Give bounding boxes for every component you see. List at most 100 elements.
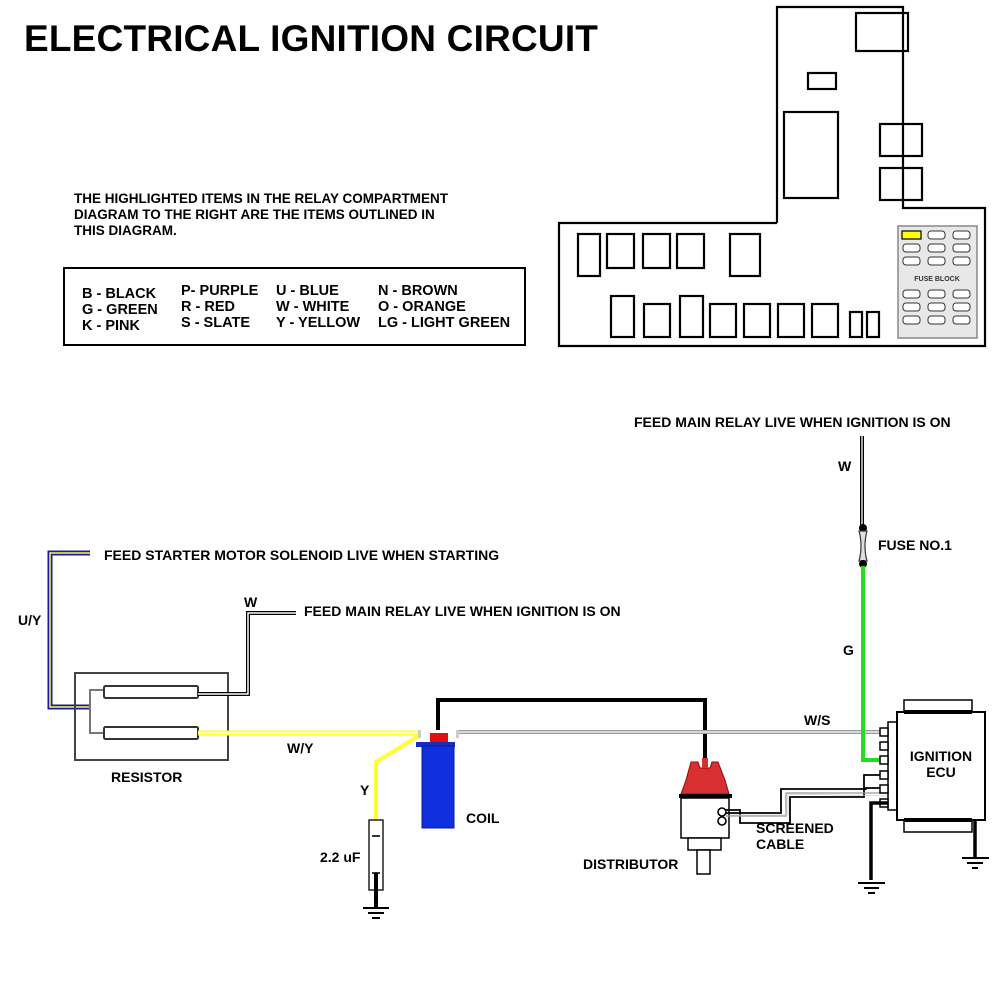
capacitor: [368, 819, 384, 908]
ecu-pin: [879, 770, 889, 780]
fuse-slot: [927, 256, 946, 266]
fuse-slot: [952, 230, 971, 240]
fuse-block-label: FUSE BLOCK: [914, 276, 960, 283]
ecu-ground-wire: [869, 801, 888, 880]
legend-item: Y - YELLOW: [276, 315, 361, 331]
relay-slot: [806, 71, 838, 91]
wire-label-g: G: [843, 642, 854, 658]
legend-item: R - RED: [181, 299, 235, 315]
feed-starter-label: FEED STARTER MOTOR SOLENOID LIVE WHEN ST…: [104, 547, 500, 563]
legend-item: U - BLUE: [276, 283, 339, 299]
intro-line: DIAGRAM TO THE RIGHT ARE THE ITEMS OUTLI…: [74, 207, 435, 222]
ground-icon: [363, 907, 389, 919]
ecu-pin: [879, 784, 889, 794]
relay-slot: [776, 302, 806, 339]
distributor: [679, 758, 732, 875]
fuse-slot: [927, 302, 946, 312]
relay-slot: [609, 294, 636, 339]
ecu-pin: [879, 727, 889, 737]
color-code-legend: B - BLACK G - GREEN K - PINK P- PURPLE R…: [63, 267, 526, 346]
fuse-block: FUSE BLOCK: [897, 225, 978, 339]
relay-slot: [642, 302, 672, 339]
fuse-slot: [927, 289, 946, 299]
legend-item: O - ORANGE: [378, 299, 466, 315]
fuse-slot: [952, 243, 971, 253]
legend-item: W - WHITE: [276, 299, 350, 315]
resistor-label: RESISTOR: [111, 769, 183, 785]
intro-line: THE HIGHLIGHTED ITEMS IN THE RELAY COMPA…: [74, 191, 449, 206]
fuse-slot: [952, 256, 971, 266]
ecu-pin: [879, 741, 889, 751]
relay-slot: [678, 294, 705, 339]
legend-column: U - BLUE W - WHITE Y - YELLOW: [276, 283, 360, 331]
relay-slot: [878, 166, 924, 202]
relay-slot: [878, 122, 924, 158]
intro-text: THE HIGHLIGHTED ITEMS IN THE RELAY COMPA…: [74, 191, 448, 239]
screened-cable: [726, 774, 889, 824]
fuse-slot: [927, 243, 946, 253]
wire-uy: [47, 550, 90, 710]
fuse-slot: [952, 315, 971, 325]
highlighted-fuse-1: [901, 230, 922, 240]
legend-column: B - BLACK G - GREEN K - PINK: [82, 286, 158, 334]
wire-label-w: W: [244, 594, 258, 610]
relay-slot: [848, 310, 864, 339]
relay-slot: [865, 310, 881, 339]
legend-item: K - PINK: [82, 318, 140, 334]
wire-y: [374, 733, 422, 822]
resistor: [74, 672, 229, 761]
intro-line: THIS DIAGRAM.: [74, 223, 177, 238]
resistor-element: [103, 685, 199, 699]
ground-icon: [858, 882, 885, 894]
compartment-outline: [557, 5, 987, 348]
wire-label-wy: W/Y: [287, 740, 314, 756]
wire-w-left: [198, 611, 296, 696]
fuse-slot: [902, 315, 921, 325]
fuse-slot: [902, 289, 921, 299]
feed-main-relay-left-label: FEED MAIN RELAY LIVE WHEN IGNITION IS ON: [304, 603, 621, 619]
legend-item: LG - LIGHT GREEN: [378, 315, 511, 331]
ground-icon: [962, 857, 989, 869]
relay-slot: [854, 11, 910, 53]
relay-slot: [728, 232, 762, 278]
wire-label-uy: U/Y: [18, 612, 42, 628]
relay-slot: [641, 232, 672, 270]
feed-main-relay-right-label: FEED MAIN RELAY LIVE WHEN IGNITION IS ON: [634, 414, 951, 430]
relay-slot: [605, 232, 636, 270]
relay-slot: [708, 302, 738, 339]
fuse-slot: [902, 256, 921, 266]
ecu-label-line: ECU: [926, 764, 956, 780]
fuse-slot: [927, 315, 946, 325]
fuse-slot: [927, 230, 946, 240]
page-title: ELECTRICAL IGNITION CIRCUIT: [24, 18, 599, 59]
screened-cable-label: SCREENED CABLE: [756, 820, 834, 852]
legend-item: B - BLACK: [82, 286, 157, 302]
legend-item: G - GREEN: [82, 302, 158, 318]
distributor-label: DISTRIBUTOR: [583, 856, 679, 872]
wire-label-y: Y: [360, 782, 370, 798]
ecu-pin: [879, 755, 889, 765]
ecu-label-line: IGNITION: [909, 748, 973, 764]
fuse-slot: [902, 302, 921, 312]
fuse-slot: [952, 302, 971, 312]
relay-compartment: [557, 5, 987, 348]
legend-item: P- PURPLE: [181, 283, 259, 299]
legend-item: S - SLATE: [181, 315, 251, 331]
fuse-slot: [902, 243, 921, 253]
resistor-element: [103, 726, 199, 740]
relay-slot: [576, 232, 602, 278]
legend-item: N - BROWN: [378, 283, 458, 299]
wire-label-ws: W/S: [804, 712, 831, 728]
screened-cable-line: CABLE: [756, 836, 805, 852]
fuse-slot: [952, 289, 971, 299]
fuse-label: FUSE NO.1: [878, 537, 952, 553]
screened-cable-line: SCREENED: [756, 820, 834, 836]
legend-column: P- PURPLE R - RED S - SLATE: [181, 283, 258, 331]
relay-slot: [782, 110, 840, 200]
relay-slot: [742, 302, 772, 339]
coil: [416, 730, 459, 829]
ignition-ecu: [879, 699, 986, 833]
coil-label: COIL: [466, 810, 500, 826]
wire-label-w: W: [838, 458, 852, 474]
relay-slot: [675, 232, 706, 270]
